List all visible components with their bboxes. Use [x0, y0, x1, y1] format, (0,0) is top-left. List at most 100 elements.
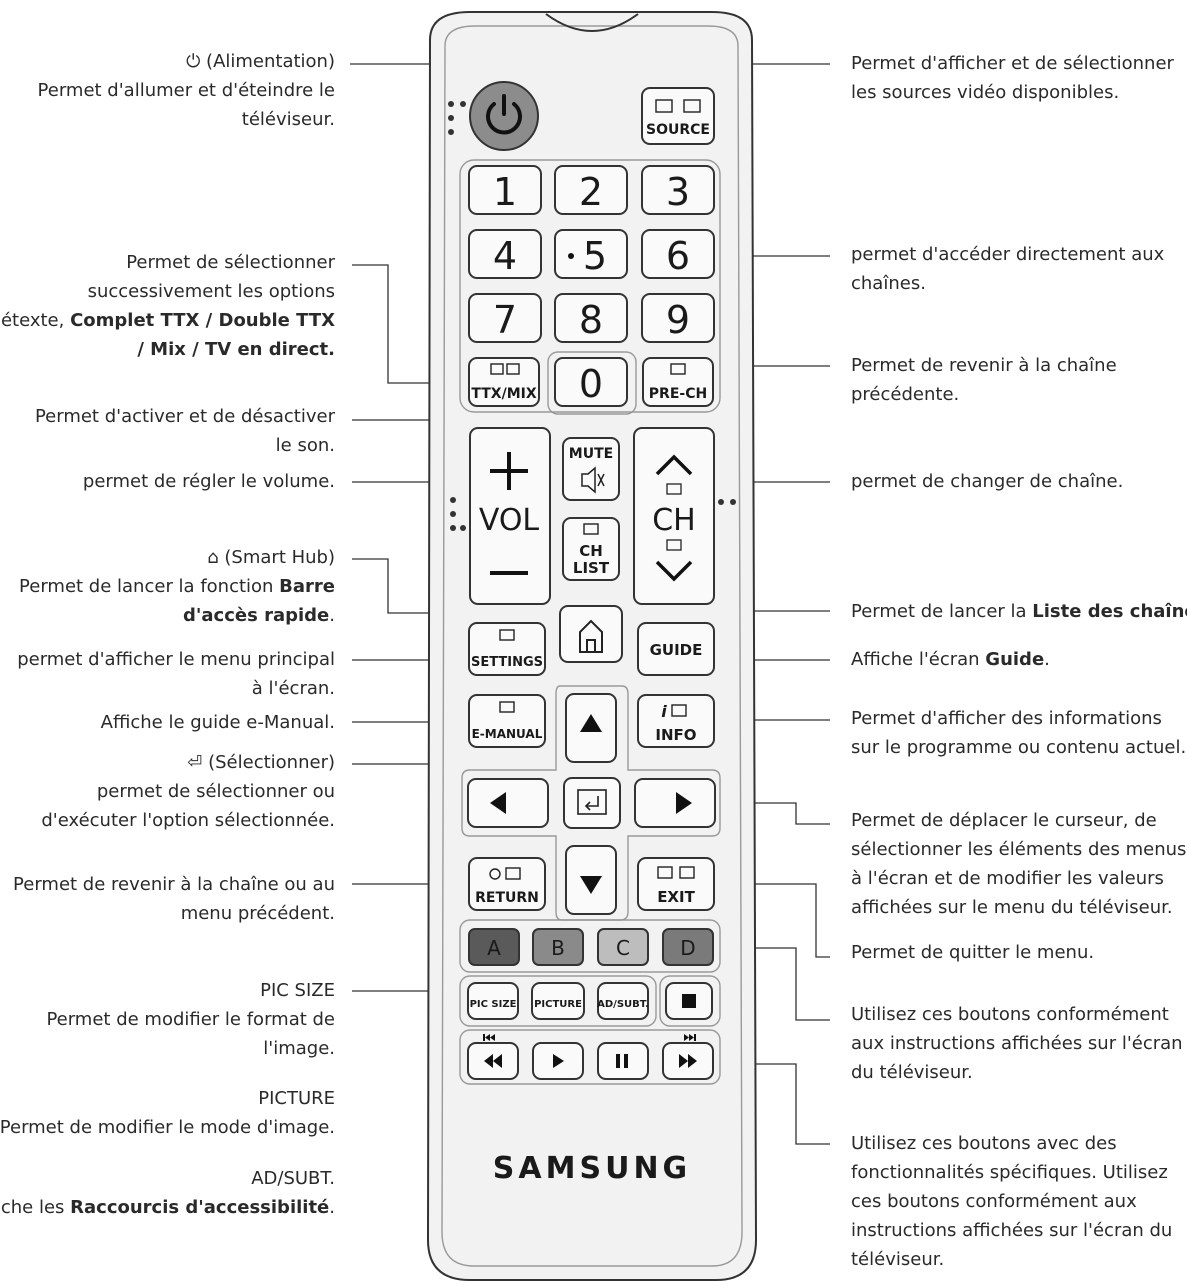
info-button[interactable]: i INFO — [637, 694, 715, 748]
digit-button-1[interactable]: 1 — [468, 165, 542, 215]
guide-button[interactable]: GUIDE — [637, 622, 715, 676]
picture-button[interactable]: PICTURE — [531, 982, 585, 1020]
number-pad-frame — [459, 159, 721, 413]
digit-button-9[interactable]: 9 — [641, 293, 715, 343]
mute-speaker-icon — [581, 466, 605, 494]
ch-list-button[interactable]: CH LIST — [562, 517, 620, 581]
arrow-up-icon — [580, 714, 602, 732]
label-nav: Permet de déplacer le curseur, de sélect… — [851, 810, 1187, 918]
svg-text:AD/SUBT.: AD/SUBT. — [597, 999, 649, 1010]
color-button-c[interactable]: C — [597, 928, 649, 966]
volume-rocker[interactable]: VOL — [469, 427, 551, 605]
svg-text:SETTINGS: SETTINGS — [471, 655, 543, 670]
label-color-buttons: Utilisez ces boutons conformément aux in… — [851, 1004, 1183, 1083]
color-button-label: C — [616, 936, 630, 960]
color-button-b[interactable]: B — [532, 928, 584, 966]
svg-text:E-MANUAL: E-MANUAL — [472, 727, 543, 741]
color-button-label: B — [551, 936, 565, 960]
power-button[interactable] — [469, 81, 539, 151]
label-digits: permet d'accéder directement aux chaînes… — [851, 244, 1165, 294]
exit-button[interactable]: EXIT — [637, 857, 715, 911]
digit-button-4[interactable]: 4 — [468, 229, 542, 279]
svg-text:EXIT: EXIT — [657, 888, 695, 906]
digit-button-8[interactable]: 8 — [554, 293, 628, 343]
digit-button-7[interactable]: 7 — [468, 293, 542, 343]
source-button[interactable]: SOURCE — [641, 87, 715, 145]
ch-list-icon — [583, 523, 599, 535]
smart-hub-button[interactable] — [559, 605, 623, 663]
pre-ch-icon — [670, 363, 686, 375]
label-select: ⏎ (Sélectionner) permet de sélectionner … — [41, 752, 335, 831]
label-media-buttons: Utilisez ces boutons avec des fonctionna… — [851, 1133, 1173, 1270]
ttx-mix-button[interactable]: TTX/MIX — [468, 357, 540, 407]
nav-left-button[interactable] — [467, 778, 549, 828]
label-smart-hub: ⌂ (Smart Hub) Permet de lancer la foncti… — [19, 547, 335, 626]
digit-label: 6 — [666, 234, 690, 278]
play-button[interactable] — [532, 1042, 584, 1080]
select-enter-button[interactable] — [563, 777, 621, 829]
label-mute: Permet d'activer et de désactiver le son… — [34, 406, 335, 456]
pre-ch-button[interactable]: PRE-CH — [642, 357, 714, 407]
settings-button[interactable]: SETTINGS — [468, 622, 546, 676]
label-picsize: PIC SIZE Permet de modifier le format de… — [46, 980, 335, 1059]
digit-button-6[interactable]: 6 — [641, 229, 715, 279]
brand-logo: SAMSUNG — [493, 1151, 691, 1186]
power-icon — [486, 102, 522, 135]
label-vol: permet de régler le volume. — [82, 471, 335, 492]
svg-text:CH: CH — [579, 542, 603, 560]
pic-size-button[interactable]: PIC SIZE — [467, 982, 519, 1020]
digit-label: 3 — [666, 170, 690, 214]
pause-icon — [616, 1054, 628, 1068]
svg-text:LIST: LIST — [573, 559, 610, 577]
label-ttx: Permet de sélectionner successivement le… — [0, 252, 335, 360]
teletext-icon — [490, 363, 520, 375]
svg-text:RETURN: RETURN — [475, 890, 539, 906]
digit-label: 7 — [493, 298, 517, 342]
fast-forward-button[interactable] — [662, 1034, 714, 1080]
digit-button-2[interactable]: 2 — [554, 165, 628, 215]
digit-button-5[interactable]: 5 — [554, 229, 628, 279]
rewind-button[interactable] — [467, 1034, 519, 1080]
color-button-label: A — [487, 936, 501, 960]
arrow-right-icon — [676, 792, 692, 814]
label-source: Permet d'afficher et de sélectionner les… — [851, 53, 1174, 103]
svg-text:INFO: INFO — [655, 726, 696, 744]
color-button-d[interactable]: D — [662, 928, 714, 966]
nav-right-button[interactable] — [634, 778, 716, 828]
digit-label: 9 — [666, 298, 690, 342]
exit-icon — [657, 866, 695, 879]
label-picture: PICTURE Permet de modifier le mode d'ima… — [0, 1088, 335, 1138]
enter-icon — [577, 789, 607, 815]
home-icon — [579, 619, 603, 653]
source-icon — [655, 99, 701, 113]
channel-up-icon — [655, 454, 693, 476]
digit-button-3[interactable]: 3 — [641, 165, 715, 215]
digit-label: 5 — [583, 234, 607, 278]
svg-text:VOL: VOL — [479, 503, 540, 538]
label-return: Permet de revenir à la chaîne ou au menu… — [13, 874, 335, 924]
digit-label: 8 — [579, 298, 603, 342]
digit-label: 1 — [493, 170, 517, 214]
return-button[interactable]: RETURN — [468, 857, 546, 911]
pause-button[interactable] — [597, 1042, 649, 1080]
e-manual-button[interactable]: E-MANUAL — [468, 694, 546, 748]
channel-down-icon — [655, 560, 693, 582]
stop-button[interactable] — [665, 982, 713, 1020]
label-guide: Affiche l'écran Guide. — [851, 649, 1050, 670]
nav-up-button[interactable] — [565, 693, 617, 763]
channel-rocker[interactable]: CH — [633, 427, 715, 605]
ad-subt-button[interactable]: AD/SUBT. — [597, 982, 649, 1020]
color-buttons-frame — [459, 919, 721, 973]
label-settings: permet d'afficher le menu principal à l'… — [17, 649, 335, 699]
color-button-a[interactable]: A — [468, 928, 520, 966]
label-prech: Permet de revenir à la chaîne précédente… — [851, 355, 1117, 405]
power-icon: ⏻ — [186, 51, 201, 72]
mute-button[interactable]: MUTE — [562, 437, 620, 501]
digit-button-0[interactable]: 0 — [554, 357, 628, 407]
label-power: ⏻ (Alimentation) Permet d'allumer et d'é… — [37, 51, 335, 130]
volume-up-icon — [490, 452, 528, 490]
nav-down-button[interactable] — [565, 845, 617, 915]
svg-text:MUTE: MUTE — [569, 446, 613, 462]
